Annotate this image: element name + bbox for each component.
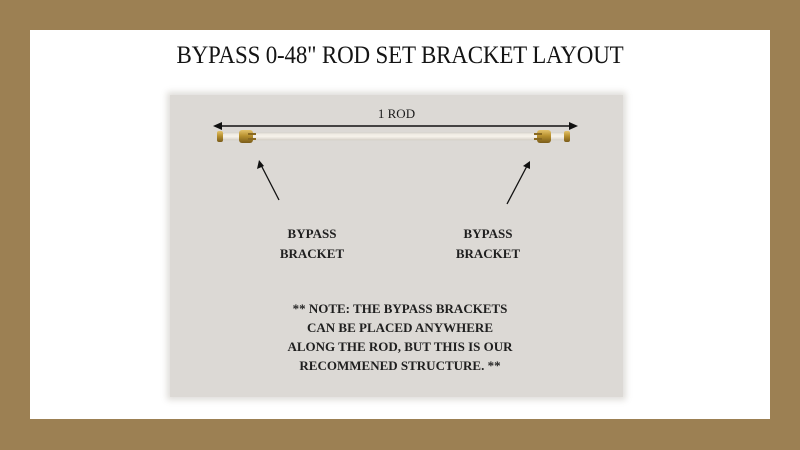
left-bracket-icon: [239, 130, 256, 143]
rod-diagram: [170, 95, 623, 397]
page-title: BYPASS 0-48" ROD SET BRACKET LAYOUT: [176, 42, 624, 69]
left-finial-icon: [217, 131, 223, 142]
rod-icon: [221, 132, 567, 141]
left-pointer-arrow-icon: [257, 160, 280, 201]
right-pointer-arrow-icon: [506, 161, 530, 205]
rod-length-label: 1 ROD: [377, 106, 416, 121]
note-line: ALONG THE ROD, BUT THIS IS OUR: [287, 339, 513, 354]
note-line: CAN BE PLACED ANYWHERE: [307, 320, 493, 335]
left-bracket-line1: BYPASS: [287, 226, 337, 241]
note-line: ** NOTE: THE BYPASS BRACKETS: [292, 301, 508, 316]
right-bypass-bracket-label: BYPASS BRACKET: [428, 224, 548, 264]
note-line: RECOMMENED STRUCTURE. **: [299, 358, 501, 373]
placement-note: ** NOTE: THE BYPASS BRACKETS CAN BE PLAC…: [200, 299, 600, 375]
dimension-arrow-icon: [213, 122, 578, 130]
rod-illustration: [213, 122, 578, 205]
left-bracket-line2: BRACKET: [279, 246, 345, 261]
right-bracket-line1: BYPASS: [463, 226, 513, 241]
right-finial-icon: [564, 131, 570, 142]
right-bracket-line2: BRACKET: [455, 246, 521, 261]
left-bypass-bracket-label: BYPASS BRACKET: [252, 224, 372, 264]
right-bracket-icon: [534, 130, 551, 143]
